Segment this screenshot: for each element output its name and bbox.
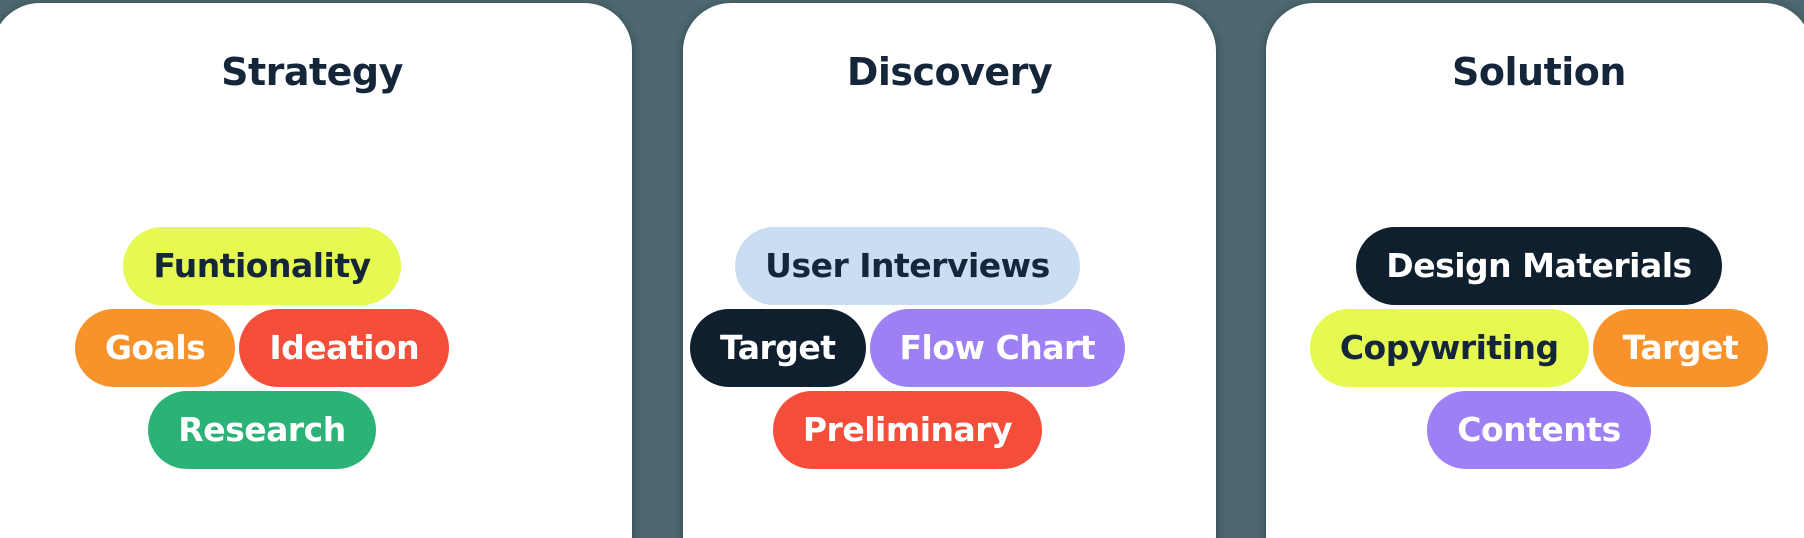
tag-pill-research: Research [148,391,376,469]
tag-pill-funtionality: Funtionality [123,227,401,305]
tag-row: Funtionality [123,227,401,305]
phase-title-discovery: Discovery [846,50,1053,94]
tag-pill-contents: Contents [1427,391,1651,469]
phase-title-solution: Solution [1452,50,1626,94]
phase-title-strategy: Strategy [221,50,403,94]
tag-pill-flow-chart: Flow Chart [869,309,1126,387]
tag-pill-user-interviews: User Interviews [735,227,1080,305]
tag-pill-goals: Goals [74,309,236,387]
tag-pill-design-materials: Design Materials [1356,227,1722,305]
tag-pill-target: Target [689,309,866,387]
tag-row: User Interviews [735,227,1080,305]
tag-pill-copywriting: Copywriting [1309,309,1589,387]
tag-pill-preliminary: Preliminary [772,391,1043,469]
tag-pill-target: Target [1592,309,1769,387]
tag-row: Contents [1427,391,1651,469]
tag-row: Preliminary [772,391,1043,469]
tag-row: Design Materials [1356,227,1722,305]
tag-row: Research [148,391,376,469]
tag-pill-ideation: Ideation [239,309,450,387]
